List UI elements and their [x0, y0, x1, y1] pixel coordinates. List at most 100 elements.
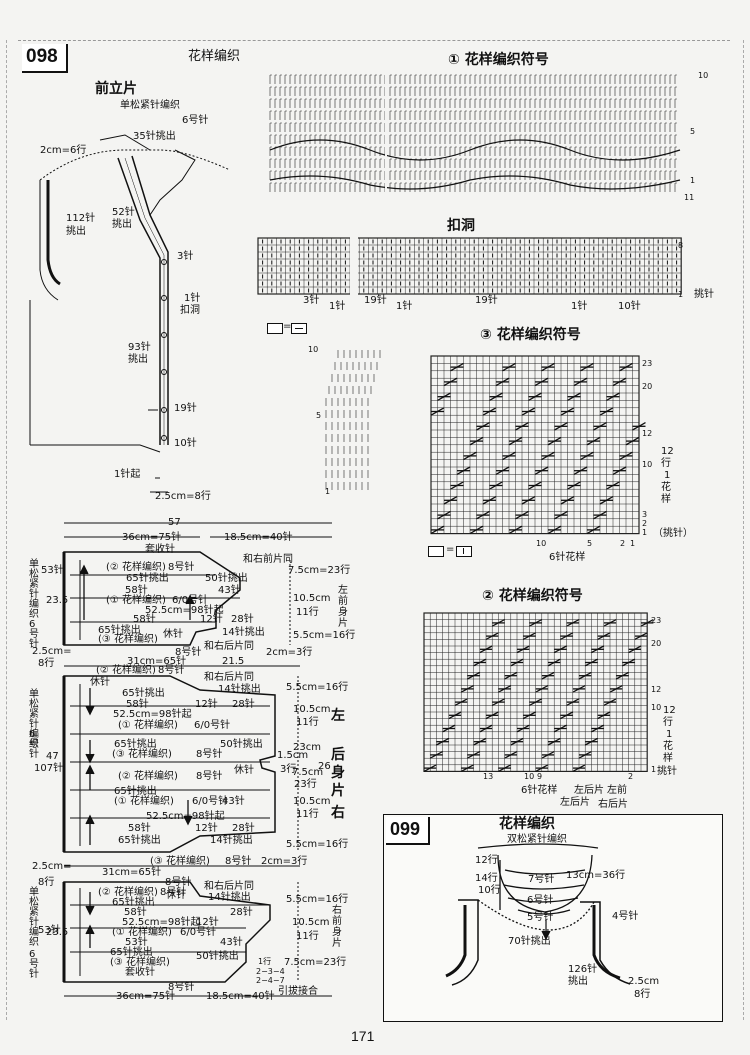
- front-needle: 6号针: [182, 115, 209, 126]
- bk-58: 58针: [126, 699, 149, 710]
- rf-75: 7.5cm=23行: [284, 957, 347, 968]
- rf-rest: 休针: [166, 890, 186, 901]
- chart1-row5: 5: [690, 127, 696, 136]
- bk-26: 26: [318, 761, 331, 772]
- bk-8d: 8号针: [225, 856, 252, 867]
- bk-14b: 14针挑出: [210, 835, 253, 846]
- c2-c2: 2: [628, 772, 634, 781]
- bk-14: 14针挑出: [218, 684, 261, 695]
- rf-pickjoin: 引拔接合: [278, 986, 318, 997]
- bk-47: 47: [46, 751, 59, 762]
- r1-rest: 休针: [163, 629, 183, 640]
- lf-53: 53针: [41, 565, 64, 576]
- g2-31: 31cm=65针: [102, 867, 162, 878]
- left-dashed-margin: [6, 40, 8, 1020]
- small-chart-row10: 10: [308, 345, 319, 354]
- c3-c5: 5: [587, 539, 593, 548]
- bk-8: 8号针: [158, 665, 185, 676]
- front-3st: 3针: [177, 251, 194, 262]
- rf-105: 10.5cm: [292, 917, 330, 928]
- bk-name3: 片: [331, 783, 345, 799]
- chart1-wave2: [269, 175, 681, 190]
- front-52: 52针: [112, 207, 135, 218]
- bk-pat2b: (② 花样编织): [118, 771, 178, 782]
- c2-r12: 12: [651, 685, 662, 694]
- bk-name2: 身: [331, 765, 345, 781]
- rf-60: 6/0号针: [180, 927, 217, 938]
- pattern-number-098: 098: [22, 44, 68, 73]
- c2-left-front: 左前: [607, 785, 627, 796]
- r1-jrb: 和右后片同: [204, 641, 254, 652]
- bk-55a: 5.5cm=16行: [286, 682, 349, 693]
- rf-28: 28针: [230, 907, 253, 918]
- front-1start: 1针起: [114, 469, 141, 480]
- g1-31: 31cm=65针: [127, 656, 187, 667]
- r1-55: 5.5cm=16行: [293, 630, 356, 641]
- p099-title: 花样编织: [499, 816, 555, 832]
- bh-3: 3针: [303, 295, 320, 306]
- rf-235: 23.5: [46, 927, 69, 938]
- lf-needle: 6号针: [29, 619, 39, 650]
- bk-3: 3行: [280, 764, 297, 775]
- r1-pat3: (③ 花样编织): [98, 634, 158, 645]
- bk-55b: 5.5cm=16行: [286, 839, 349, 850]
- pattern-title: 花样编织: [188, 49, 241, 64]
- r1-65b: 65针挑出: [98, 625, 141, 636]
- chart1-row1: 1: [690, 176, 696, 185]
- key2-blank: [428, 546, 444, 557]
- small-chart-stitches: [325, 350, 381, 490]
- bk-65b: 65针挑出: [114, 739, 157, 750]
- c2-right-back: 右后片: [598, 799, 628, 810]
- c3-rep-a: 12: [661, 446, 674, 457]
- c2-rep-e: 样: [663, 753, 673, 764]
- front-pick3: 挑出: [128, 354, 148, 365]
- r1-28: 28针: [231, 614, 254, 625]
- g2-2cm: 2cm=3行: [261, 856, 308, 867]
- p099-n7: 7号针: [528, 874, 555, 885]
- body-join-rf: 和右前片同: [243, 554, 293, 565]
- bk-60: 6/0号针: [194, 720, 231, 731]
- body-top-36: 36cm=75针: [122, 532, 182, 543]
- p099-l10: 10行: [478, 885, 501, 896]
- c2-rep-a: 12: [663, 705, 676, 716]
- c3-rep-d: 花: [661, 482, 671, 493]
- lf-235: 23.5: [46, 595, 69, 606]
- small-chart-row1: 1: [325, 487, 331, 496]
- bk-65d: 65针挑出: [118, 835, 161, 846]
- lf-side-stitch: 单松紧针编织: [29, 559, 39, 620]
- buttonhole-title: 扣洞: [447, 218, 475, 234]
- rf-side: 单松紧针编织: [29, 887, 39, 948]
- rf-bind: 套收针: [125, 967, 155, 978]
- r1-58: 58针: [125, 585, 148, 596]
- pattern-099-panel: [383, 814, 723, 1022]
- bk-105a: 10.5cm: [293, 704, 331, 715]
- rf-pat3: (③ 花样编织): [110, 957, 170, 968]
- rf-65: 65针挑出: [112, 897, 155, 908]
- rf-s1: 2−3−4: [256, 967, 285, 976]
- right-dashed-margin: [743, 40, 745, 1020]
- c3-pick: （挑针）: [653, 528, 693, 539]
- bh-1c: 1针: [571, 301, 588, 312]
- front-1st: 1针: [184, 293, 201, 304]
- c2-rep-d: 花: [663, 741, 673, 752]
- r1-58b: 58针: [133, 614, 156, 625]
- bk-rest2: 休针: [234, 765, 254, 776]
- r1-60: 6/0号针: [172, 595, 209, 606]
- bk-name1: 后: [331, 747, 345, 763]
- rf-needle: 6号针: [29, 949, 39, 980]
- c2-pick: 挑针: [657, 766, 677, 777]
- chart3-title: ③ 花样编织符号: [480, 327, 581, 343]
- rf-seq: 1行: [258, 957, 272, 966]
- rf-43: 43针: [220, 937, 243, 948]
- chart1-title: ① 花样编织符号: [448, 52, 549, 68]
- bh-1a: 1针: [329, 301, 346, 312]
- rf-50: 50针挑出: [196, 951, 239, 962]
- rf-8b: 8号针: [168, 982, 195, 993]
- p099-p126a: 126针: [568, 964, 598, 975]
- rf-piece-label: 右前身片: [332, 905, 342, 949]
- bk-525: 52.5cm=98针起: [113, 709, 192, 720]
